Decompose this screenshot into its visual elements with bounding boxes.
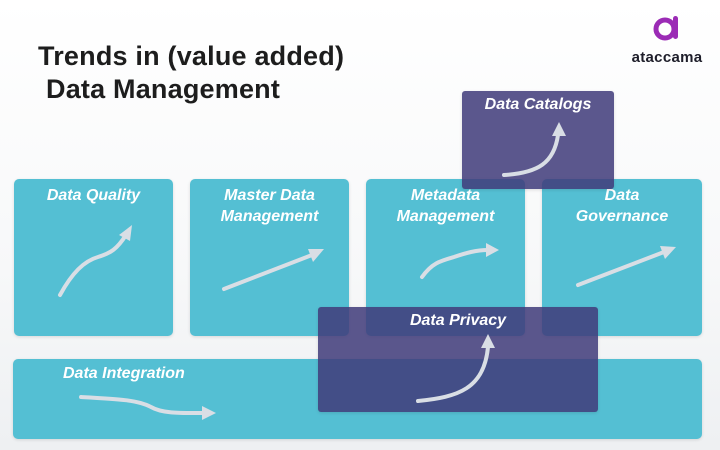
title-line-1: Trends in (value added) [38, 41, 345, 71]
box-label-catalogs: Data Catalogs [484, 96, 592, 113]
brand-logo: ataccama [626, 14, 708, 70]
ataccama-logo-icon [653, 16, 678, 41]
rising-straight-arrow-icon [576, 246, 676, 287]
box-label-data-quality: Data Quality [46, 187, 141, 204]
rising-curve-arrow-icon [58, 225, 132, 297]
box-label-privacy: Data Privacy [409, 312, 507, 329]
rising-curve-arrow-icon [416, 334, 495, 403]
box-data-catalogs: Data Catalogs [462, 91, 614, 189]
box-label-metadata: Metadata Management [396, 187, 495, 225]
rising-wave-arrow-icon [420, 243, 499, 279]
rising-straight-arrow-icon [222, 249, 324, 291]
box-data-privacy: Data Privacy [318, 307, 598, 412]
logo-text: ataccama [631, 49, 703, 66]
box-master-data-management: Master Data Management [190, 179, 349, 336]
title-line-2: Data Management [46, 74, 281, 104]
box-data-quality: Data Quality [14, 179, 173, 336]
rising-curve-arrow-icon [502, 122, 566, 177]
box-label-master-data: Master Data Management [220, 187, 319, 225]
box-label-governance: Data Governance [575, 187, 669, 225]
box-label-integration: Data Integration [63, 365, 185, 382]
flat-curve-arrow-icon [79, 395, 216, 420]
page-title: Trends in (value added) Data Management [38, 40, 344, 106]
